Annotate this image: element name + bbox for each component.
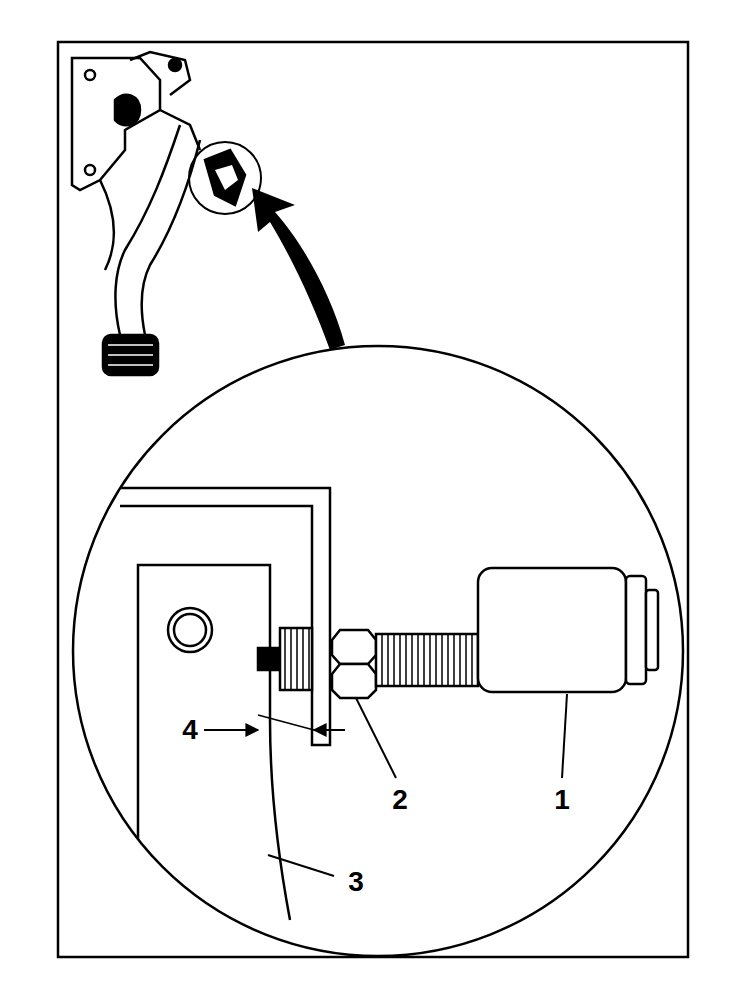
detail-view — [120, 488, 658, 988]
zoom-arrow — [252, 188, 345, 350]
frame — [58, 42, 688, 957]
callout-number: 3 — [346, 868, 366, 896]
callout-number: 4 — [180, 716, 200, 744]
detail-circle — [73, 346, 683, 956]
callout-number: 1 — [552, 786, 572, 814]
pedal-overview — [72, 52, 261, 375]
callout-number: 2 — [390, 786, 410, 814]
